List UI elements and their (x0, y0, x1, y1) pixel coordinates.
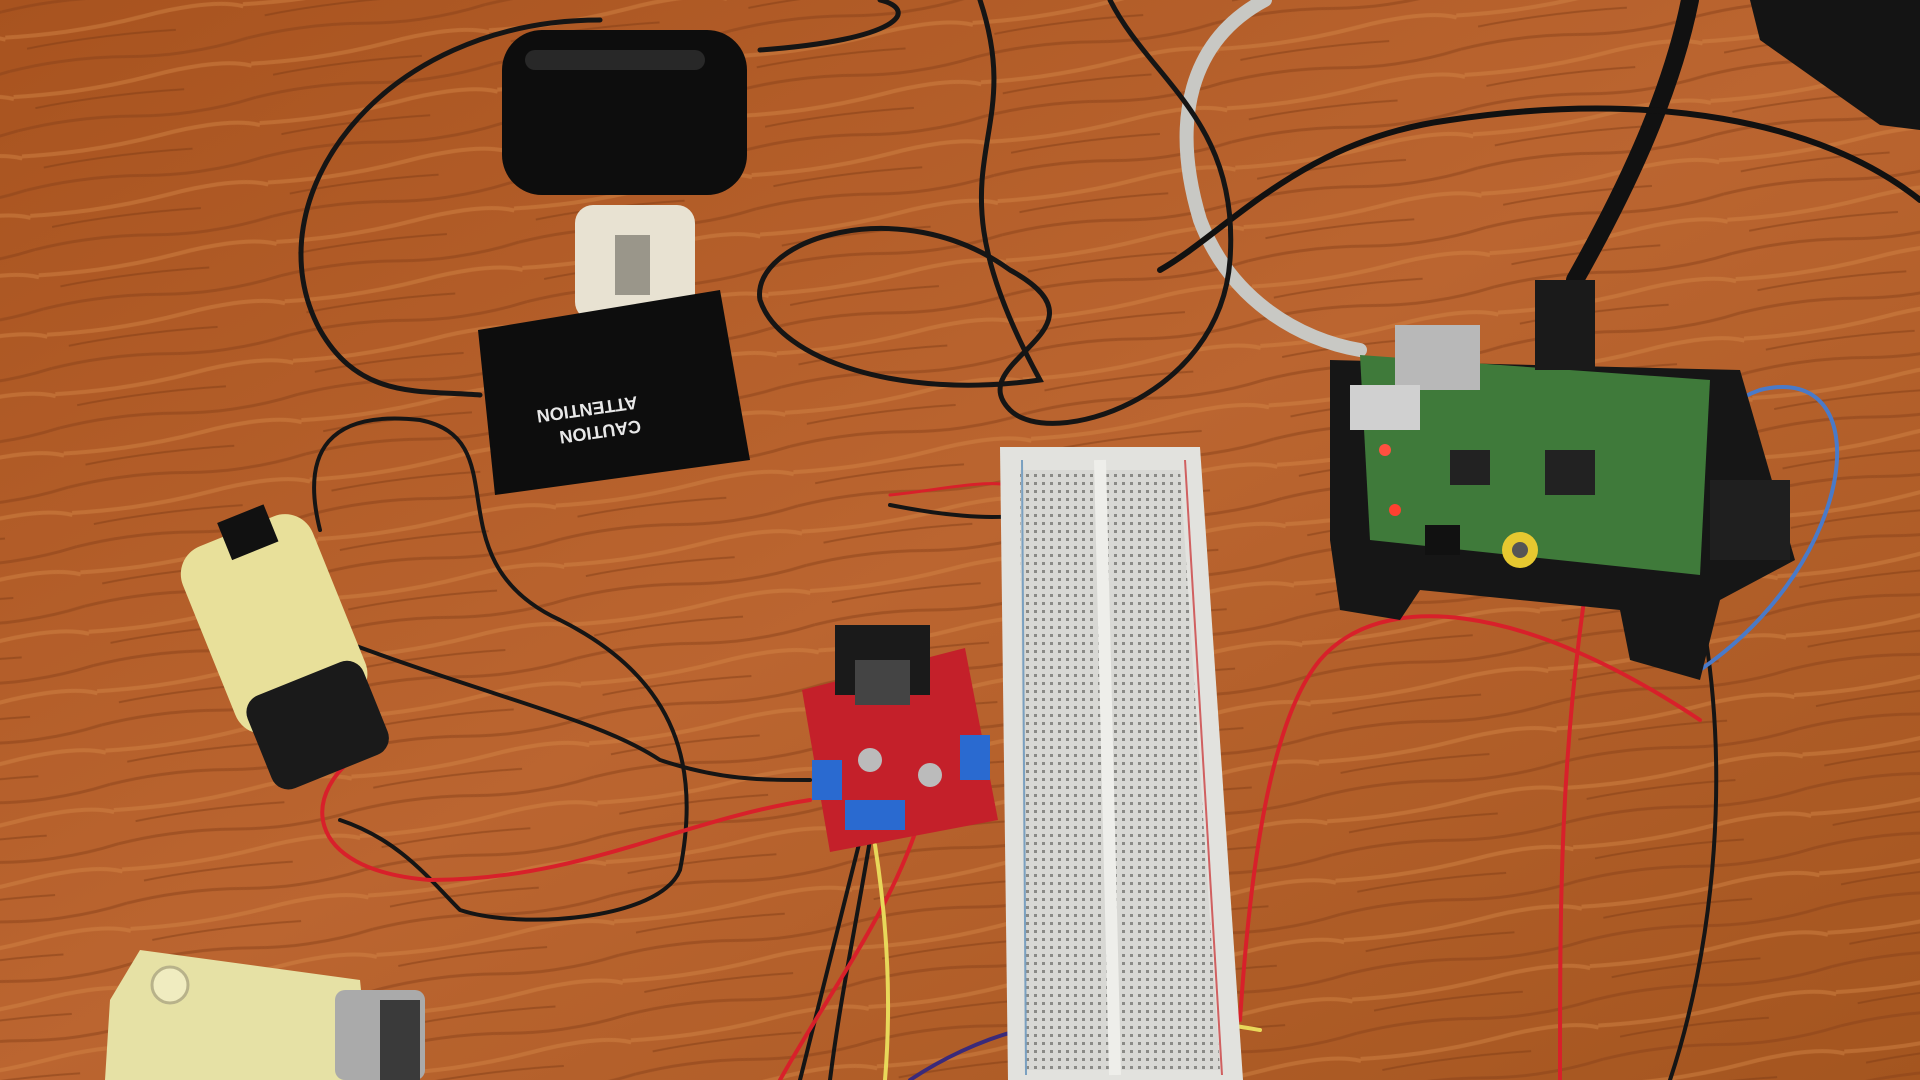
breadboard-top-red-wire (888, 482, 1012, 497)
yellow-gear-motor-2 (105, 950, 425, 1080)
sd-card-slot (1710, 480, 1790, 560)
pi-red-wire-1 (1238, 614, 1702, 1022)
yellow-gear-motor-1 (180, 504, 389, 790)
driver-yellow-wire (873, 843, 890, 1080)
ethernet-port (1395, 325, 1480, 390)
usb-port (1350, 385, 1420, 430)
raspberry-pi (1330, 280, 1795, 680)
motor-wire-2 (338, 638, 812, 782)
pi-board (1360, 355, 1710, 575)
pi-power-cable (1157, 105, 1920, 273)
black-device-corner (1750, 0, 1920, 130)
breadboard (1000, 447, 1243, 1080)
hdmi-cable (1566, 0, 1699, 289)
terminal-left (812, 760, 842, 800)
charger-plug-head (502, 30, 747, 195)
status-led (1389, 504, 1401, 516)
hdmi-connector (1535, 280, 1595, 370)
soc-chip (1545, 450, 1595, 495)
ethernet-cable (1179, 0, 1367, 357)
driver-red-wire (778, 798, 927, 1080)
terminal-bottom (845, 800, 905, 830)
motor1-red-wire (320, 748, 812, 883)
cables (298, 0, 1920, 1080)
loop-cable (757, 0, 1234, 426)
power-charger: CAUTION ATTENTION (478, 30, 750, 495)
motor1-black-wire (312, 416, 689, 922)
purple-wire (908, 1028, 1022, 1080)
charger-body (478, 290, 750, 495)
charger-cable (298, 0, 901, 398)
terminal-right (960, 735, 990, 780)
audio-jack (1425, 525, 1460, 555)
pi-red-wire-2 (1558, 558, 1592, 1080)
motor-driver-board (802, 625, 998, 852)
